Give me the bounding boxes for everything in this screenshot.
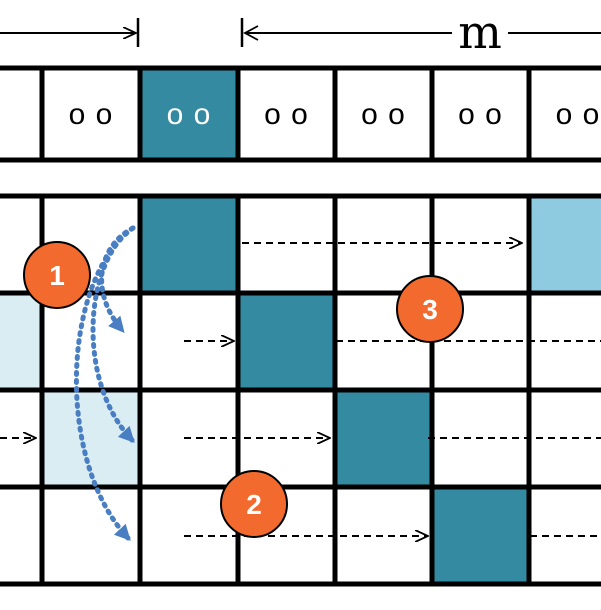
top-cell-text: o o [458,98,503,131]
svg-text:2: 2 [246,489,262,520]
svg-text:1: 1 [49,260,65,291]
dashed-arrows [0,243,601,536]
badge-3: 3 [396,275,464,343]
grid-cell-r1-c3 [238,293,335,390]
top-row: oo oo oo oo oo oo o [0,65,601,163]
grid-cell-r0-c6 [529,196,601,293]
top-row-lines [0,65,601,163]
top-cell-2: o o [140,68,238,160]
grid-cell-r3-c5 [432,487,529,584]
grid-cell-r2-c1 [42,390,140,487]
top-cell-1: o o [42,68,140,160]
top-cell-4: o o [335,68,432,160]
top-cell-text: o o [361,98,406,131]
top-cell-0: o [0,68,42,160]
badge-1: 1 [23,241,91,309]
blue-curved-arrows [74,225,136,541]
top-cell-3: o o [238,68,335,160]
grid-cell-r0-c2 [140,196,238,293]
top-cell-text: o [0,98,2,131]
top-cell-6: o o [529,68,601,160]
top-cell-text: o o [69,98,114,131]
label-m: m [458,5,502,59]
svg-text:3: 3 [422,294,438,325]
top-cell-5: o o [432,68,529,160]
top-cell-text: o o [264,98,309,131]
blue-arrow-3 [74,225,136,541]
grid-cell-r1-c0 [0,293,42,390]
dimension-arrow-m: m [240,5,601,59]
dimension-arrow-left [0,18,140,47]
grid-cell-r2-c4 [335,390,432,487]
badge-2: 2 [220,470,288,538]
top-cell-text: o o [556,98,601,131]
top-cell-text: o o [167,98,212,131]
